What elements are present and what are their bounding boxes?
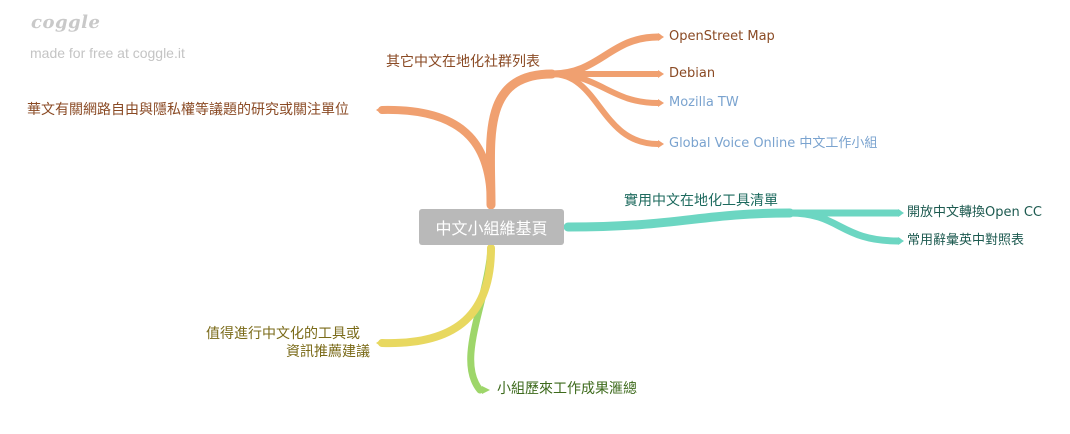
leaf-openstreetmap[interactable]: OpenStreet Map	[669, 29, 775, 44]
node-communities[interactable]: 其它中文在地化社群列表	[386, 54, 540, 70]
node-history[interactable]: 小組歷來工作成果滙總	[497, 381, 637, 397]
node-recommend-line2[interactable]: 資訊推薦建議	[286, 344, 370, 360]
node-recommend-line1[interactable]: 值得進行中文化的工具或	[206, 326, 360, 342]
leaf-glossary[interactable]: 常用辭彙英中對照表	[907, 233, 1025, 248]
coggle-tagline[interactable]: made for free at coggle.it	[30, 45, 185, 61]
leaf-opencc[interactable]: 開放中文轉換Open CC	[907, 205, 1043, 220]
branch-recommend-link	[378, 244, 495, 348]
node-tools[interactable]: 實用中文在地化工具清單	[624, 193, 778, 209]
leaf-global-voice-online[interactable]: Global Voice Online 中文工作小組	[669, 136, 878, 151]
leaf-mozilla-tw[interactable]: Mozilla TW	[669, 95, 739, 110]
branch-tools-link	[563, 208, 795, 232]
leaf-link-osm	[548, 33, 662, 78]
leaf-link-gvo	[549, 71, 661, 147]
root-node[interactable]: 中文小組維基頁	[419, 209, 564, 245]
leaf-link-glossary	[786, 209, 902, 245]
branch-communities-link	[485, 69, 557, 210]
coggle-logo: coggle	[31, 12, 101, 33]
branch-privacy-link	[378, 105, 495, 209]
node-privacy[interactable]: 華文有關網路自由與隱私權等議題的研究或關注單位	[27, 102, 349, 118]
leaf-debian[interactable]: Debian	[669, 66, 716, 81]
root-node-label: 中文小組維基頁	[435, 219, 548, 238]
